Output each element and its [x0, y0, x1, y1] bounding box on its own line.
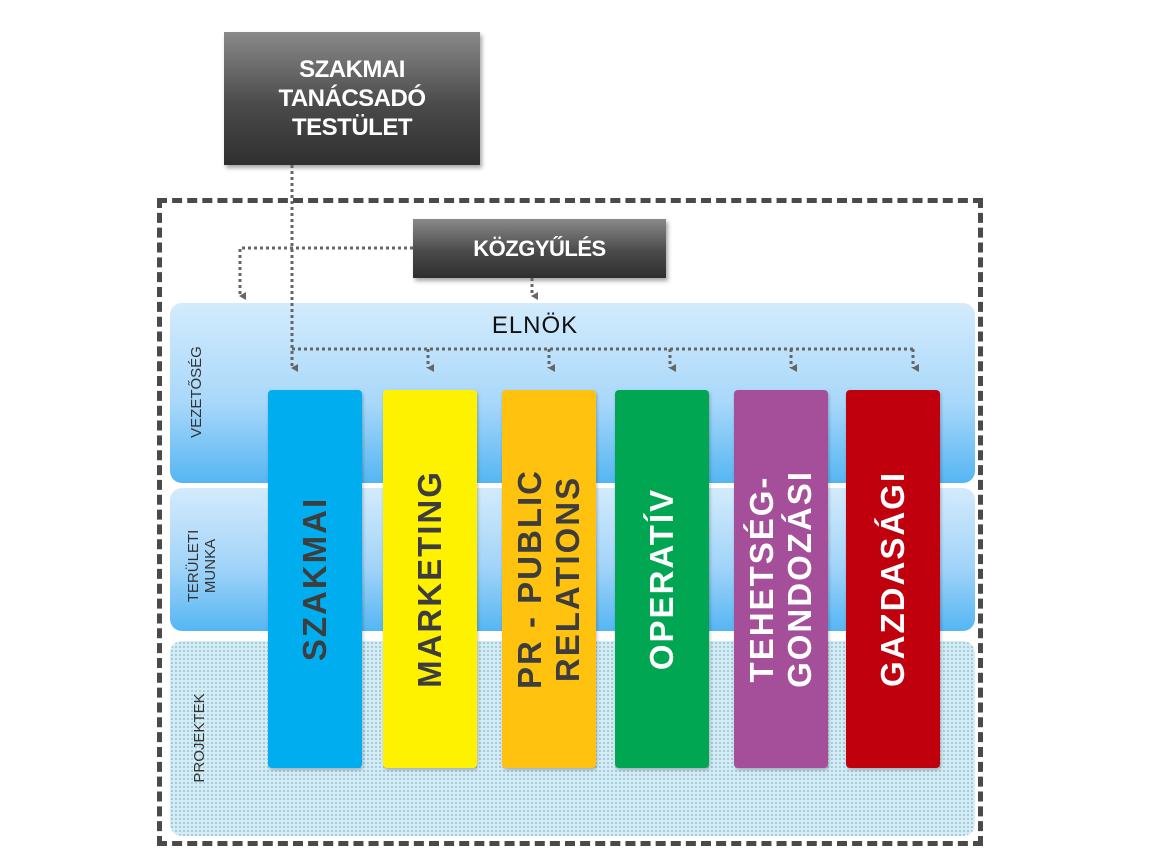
advisory-body-box: SZAKMAI TANÁCSADÓ TESTÜLET [224, 32, 480, 165]
department-column-5: GAZDASÁGI [846, 390, 940, 768]
department-column-0: SZAKMAI [268, 390, 362, 768]
general-assembly-box: KÖZGYŰLÉS [413, 219, 666, 278]
department-column-2: PR - PUBLIC RELATIONS [502, 390, 596, 768]
department-column-4: TEHETSÉG- GONDOZÁSI [734, 390, 828, 768]
organization-frame [157, 198, 983, 846]
department-column-1: MARKETING [383, 390, 477, 768]
assembly-to-frame-connector [238, 246, 413, 300]
department-column-3: OPERATÍV [615, 390, 709, 768]
president-label: ELNÖK [491, 312, 579, 339]
